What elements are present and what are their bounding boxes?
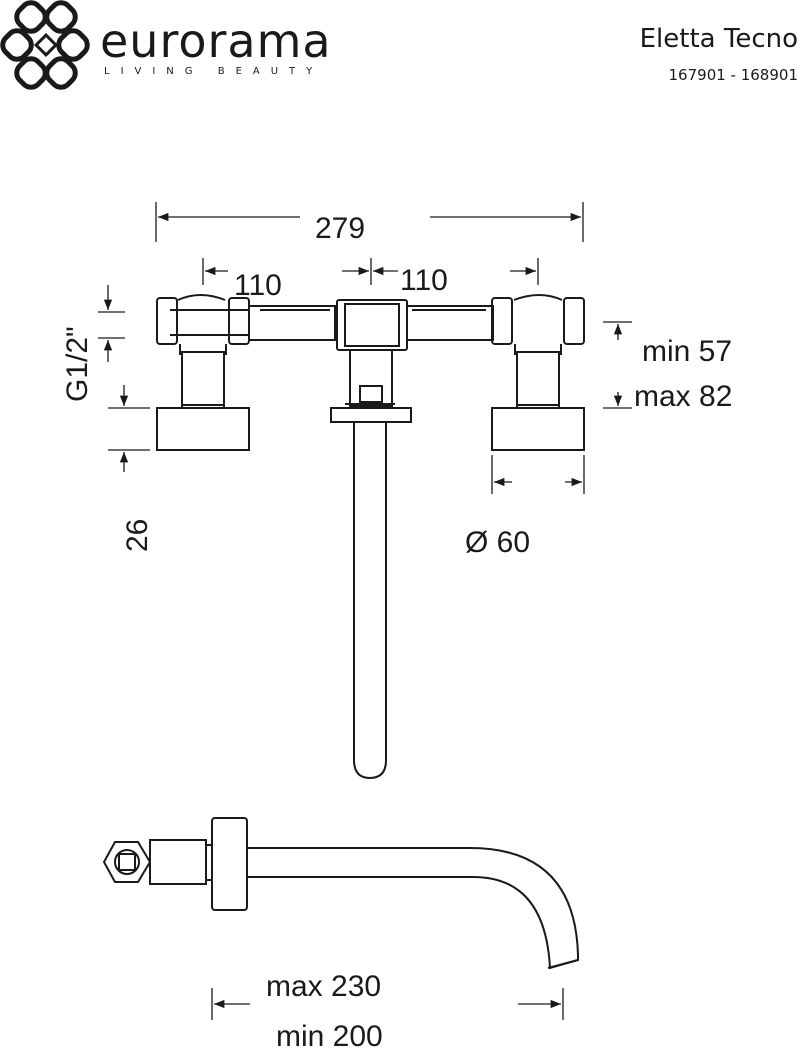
side-spout bbox=[247, 847, 579, 970]
dim-overall-width: 279 bbox=[315, 212, 365, 245]
brand-tagline: LIVING BEAUTY bbox=[104, 66, 324, 77]
dim-spout-max: max 230 bbox=[266, 970, 381, 1003]
left-connector-pipe bbox=[248, 305, 336, 341]
right-rosette bbox=[491, 407, 585, 451]
dim-max-depth: max 82 bbox=[634, 380, 732, 413]
product-codes: 167901 - 168901 bbox=[668, 66, 798, 84]
eurorama-logo-icon bbox=[0, 0, 90, 90]
spout-front bbox=[353, 422, 387, 780]
center-stem bbox=[349, 349, 393, 407]
product-title: Eletta Tecno bbox=[639, 24, 798, 54]
center-tee bbox=[336, 299, 408, 351]
left-nut-inner bbox=[228, 297, 250, 345]
center-rosette bbox=[330, 407, 412, 423]
dim-left-spacing: 110 bbox=[234, 269, 282, 302]
dim-thread: G1/2" bbox=[61, 326, 94, 402]
brand-name: eurorama bbox=[100, 14, 332, 68]
right-nut-outer bbox=[563, 297, 585, 345]
side-rosette bbox=[211, 817, 248, 911]
side-hex-nut bbox=[102, 841, 152, 883]
right-connector-pipe bbox=[406, 305, 494, 341]
left-nut-outer bbox=[156, 297, 178, 345]
front-dimensions bbox=[98, 202, 632, 494]
left-rosette bbox=[156, 407, 250, 451]
side-view bbox=[102, 817, 579, 970]
left-stem bbox=[181, 351, 225, 409]
right-stem bbox=[516, 351, 560, 409]
dim-spout-min: min 200 bbox=[276, 1020, 383, 1052]
side-valve-body bbox=[149, 839, 207, 885]
brand-header: eurorama LIVING BEAUTY bbox=[0, 0, 360, 90]
front-view bbox=[156, 294, 585, 780]
dim-right-spacing: 110 bbox=[400, 264, 448, 297]
dim-rosette-diameter: Ø 60 bbox=[465, 526, 530, 559]
right-nut-inner bbox=[491, 297, 513, 345]
dim-min-depth: min 57 bbox=[642, 335, 732, 368]
side-dimensions bbox=[211, 988, 564, 1020]
left-cross-pipe bbox=[170, 309, 250, 336]
dim-rosette-height: 26 bbox=[121, 519, 154, 552]
